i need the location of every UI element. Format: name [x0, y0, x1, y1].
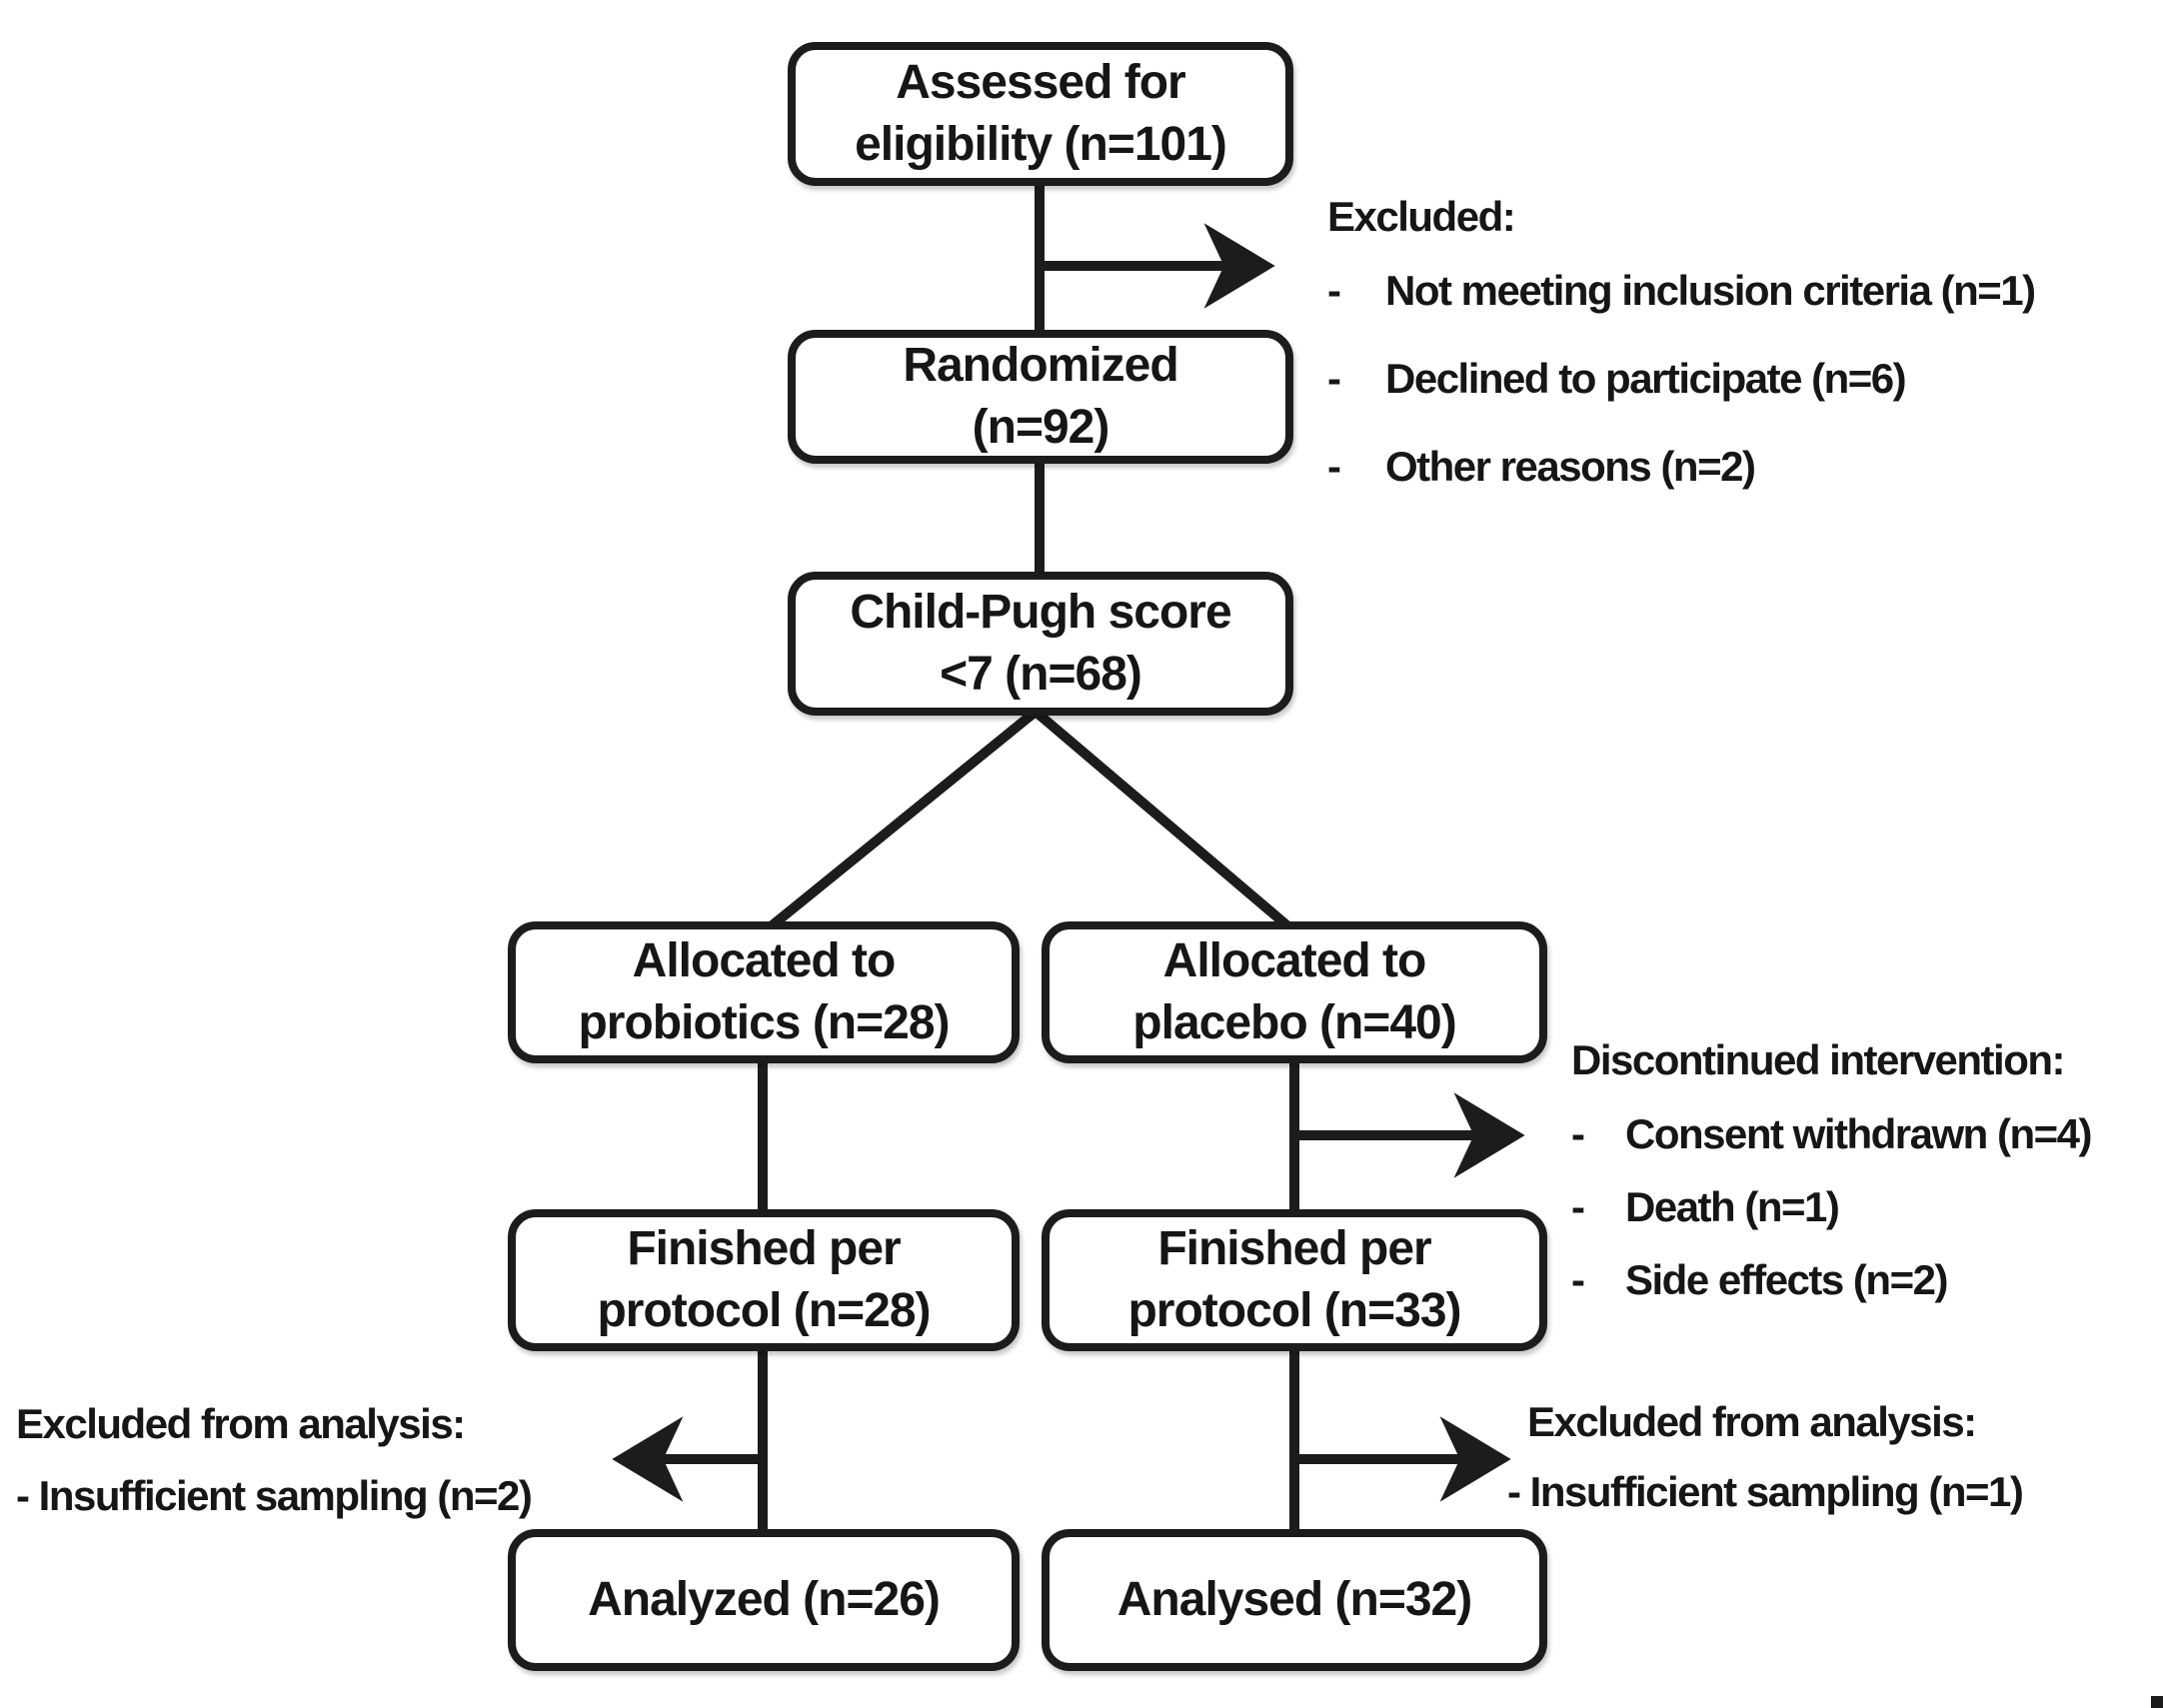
list-item: - Insufficient sampling (n=1) [1507, 1465, 2024, 1519]
list-item-text: Other reasons (n=2) [1385, 443, 1756, 490]
arrow-excluded-analysis-right-head-icon [1439, 1416, 1511, 1502]
excluded-analysis-left-annotation: Excluded from analysis: - Insufficient s… [16, 1397, 533, 1523]
excluded-analysis-left-heading: Excluded from analysis: [16, 1400, 466, 1447]
box-allocated-probiotics: Allocated to probiotics (n=28) [508, 921, 1020, 1063]
bullet-dash: - [1571, 1110, 1585, 1157]
box-text-line: Child-Pugh score [850, 586, 1231, 639]
excluded-annotation: Excluded: - Not meeting inclusion criter… [1327, 190, 2036, 494]
list-item: - Side effects (n=2) [1571, 1253, 2091, 1307]
arrow-discontinued-head-icon [1453, 1092, 1525, 1178]
box-text-line: Analyzed (n=26) [588, 1573, 941, 1626]
box-text-line: <7 (n=68) [940, 648, 1142, 701]
box-analyzed-probiotics: Analyzed (n=26) [508, 1529, 1020, 1671]
bullet-dash: - [1327, 267, 1341, 314]
box-text-line: Assessed for [896, 56, 1185, 109]
bullet-dash: - [1571, 1256, 1585, 1303]
bullet-dash: - [1571, 1183, 1585, 1230]
list-item: - Not meeting inclusion criteria (n=1) [1327, 264, 2036, 318]
line-branch-left [766, 708, 1040, 931]
bullet-dash: - [1327, 443, 1341, 490]
box-assessed-eligibility: Assessed for eligibility (n=101) [788, 42, 1293, 186]
arrow-excluded-analysis-left-head-icon [612, 1416, 684, 1502]
list-item-text: - Insufficient sampling (n=2) [16, 1472, 533, 1519]
box-text-line: Allocated to [1162, 934, 1427, 987]
box-text-line: placebo (n=40) [1132, 996, 1456, 1049]
box-allocated-placebo: Allocated to placebo (n=40) [1042, 921, 1547, 1063]
list-item-text: Not meeting inclusion criteria (n=1) [1385, 267, 2036, 314]
excluded-heading: Excluded: [1327, 193, 1516, 240]
excluded-analysis-right-annotation: Excluded from analysis: - Insufficient s… [1507, 1395, 2024, 1519]
corner-artifact [2151, 1696, 2163, 1708]
list-item: - Consent withdrawn (n=4) [1571, 1107, 2093, 1161]
box-text-line: probiotics (n=28) [578, 996, 950, 1049]
box-text-line: Randomized [903, 339, 1178, 392]
bullet-dash: - [1327, 355, 1341, 402]
box-text-line: eligibility (n=101) [855, 118, 1227, 171]
box-text-line: Finished per [627, 1222, 901, 1275]
list-item-text: Consent withdrawn (n=4) [1625, 1110, 2093, 1157]
excluded-analysis-right-heading: Excluded from analysis: [1527, 1398, 1977, 1445]
list-item-text: Side effects (n=2) [1625, 1256, 1948, 1303]
box-analysed-placebo: Analysed (n=32) [1042, 1529, 1547, 1671]
discontinued-heading: Discontinued intervention: [1571, 1036, 2066, 1083]
box-finished-protocol-probiotics: Finished per protocol (n=28) [508, 1209, 1020, 1351]
box-text-line: protocol (n=33) [1127, 1284, 1461, 1337]
list-item: - Insufficient sampling (n=2) [16, 1469, 533, 1523]
list-item: - Death (n=1) [1571, 1180, 2091, 1234]
box-randomized: Randomized (n=92) [788, 330, 1293, 464]
list-item-text: - Insufficient sampling (n=1) [1507, 1468, 2024, 1515]
list-item: - Other reasons (n=2) [1327, 440, 2035, 494]
list-item-text: Death (n=1) [1625, 1183, 1840, 1230]
discontinued-annotation: Discontinued intervention: - Consent wit… [1571, 1033, 2093, 1307]
line-branch-right [1032, 708, 1293, 931]
box-text-line: Allocated to [632, 934, 897, 987]
list-item-text: Declined to participate (n=6) [1385, 355, 1907, 402]
box-text-line: Finished per [1157, 1222, 1431, 1275]
box-child-pugh-score: Child-Pugh score <7 (n=68) [788, 572, 1293, 716]
box-finished-protocol-placebo: Finished per protocol (n=33) [1042, 1209, 1547, 1351]
box-text-line: Analysed (n=32) [1116, 1573, 1472, 1626]
arrow-excluded-head-icon [1203, 223, 1275, 309]
box-text-line: (n=92) [972, 401, 1110, 454]
box-text-line: protocol (n=28) [597, 1284, 931, 1337]
list-item: - Declined to participate (n=6) [1327, 352, 2035, 406]
